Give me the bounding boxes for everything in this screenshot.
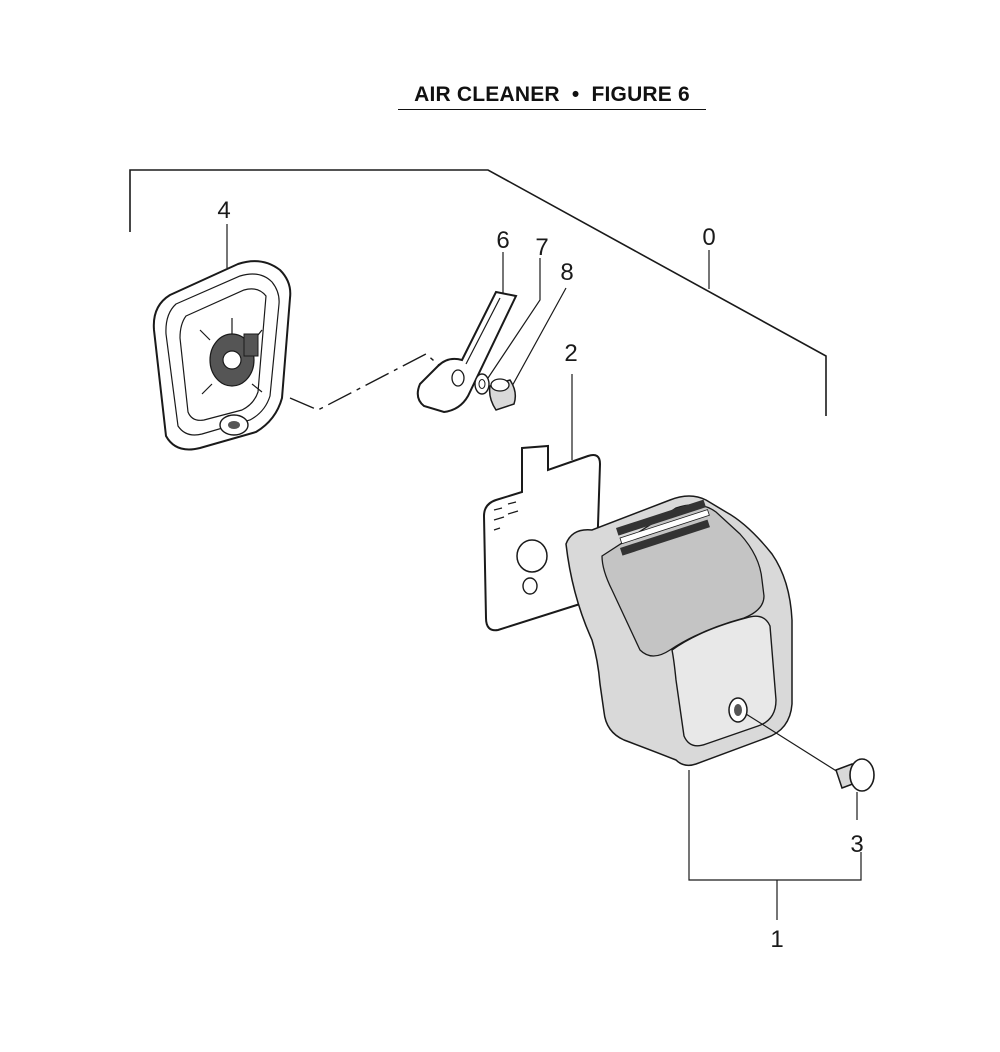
figure-title: AIR CLEANER • FIGURE 6	[398, 82, 706, 110]
filter-base-4	[152, 224, 292, 451]
part-label-1: 1	[770, 926, 783, 953]
screw-3	[745, 713, 875, 820]
assembly-bracket-0	[129, 169, 827, 416]
part-label-4: 4	[217, 197, 230, 224]
part-label-7: 7	[535, 234, 548, 261]
lever-plate-6	[416, 252, 518, 414]
cover-1	[565, 495, 862, 920]
part-label-0: 0	[702, 224, 715, 251]
filter-element-2	[482, 374, 602, 632]
part-label-2: 2	[564, 340, 577, 367]
part-label-3: 3	[850, 831, 863, 858]
spacer-8	[488, 287, 567, 411]
part-label-6: 6	[496, 227, 509, 254]
part-label-8: 8	[560, 259, 573, 286]
washer-7	[474, 258, 541, 395]
